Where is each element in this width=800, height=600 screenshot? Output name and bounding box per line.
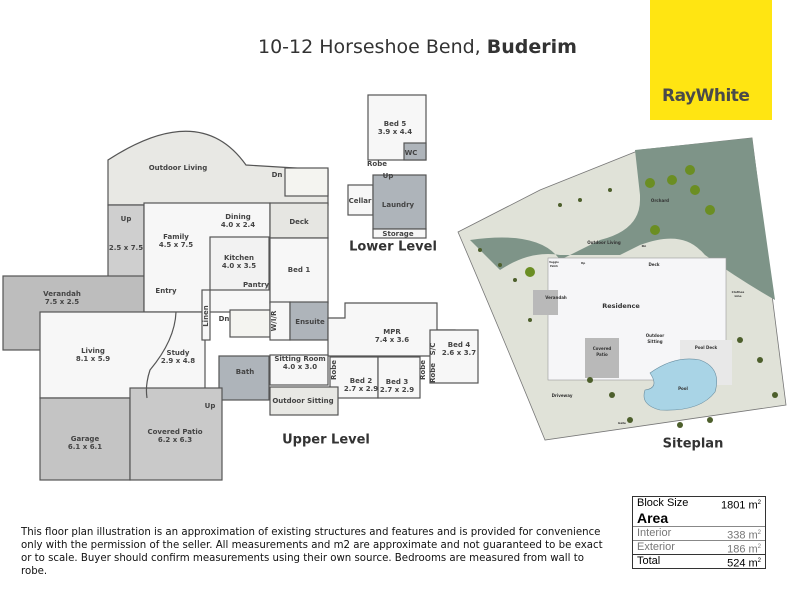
label-deck: Deck bbox=[289, 218, 309, 226]
label-outdoor-living: Outdoor Living bbox=[148, 164, 208, 172]
area-heading: Area bbox=[637, 510, 669, 526]
site-pool-label: Pool bbox=[678, 386, 688, 391]
cellar-room bbox=[347, 184, 374, 216]
kitchen-room bbox=[209, 236, 270, 291]
stairs-outdoor bbox=[284, 167, 329, 197]
suburb-text: Buderim bbox=[486, 36, 577, 58]
label-dn-1: Dn bbox=[271, 171, 283, 179]
label-sc: S/C bbox=[429, 342, 437, 356]
label-pantry: Pantry bbox=[242, 281, 270, 289]
living-room bbox=[39, 311, 206, 399]
label-robe-1: Robe bbox=[330, 360, 338, 380]
page-title: 10-12 Horseshoe Bend, Buderim bbox=[258, 36, 577, 58]
label-bath: Bath bbox=[235, 368, 255, 376]
label-storage: Storage bbox=[382, 230, 414, 238]
site-outdoor-sitting-label-1: Outdoor bbox=[646, 333, 665, 338]
label-robe-3: Robe bbox=[429, 363, 437, 383]
garage-room bbox=[39, 397, 131, 481]
sitting-room bbox=[269, 354, 329, 386]
label-bed1: Bed 1 bbox=[287, 266, 311, 274]
site-veggie-2: Patch bbox=[550, 264, 558, 268]
label-laundry: Laundry bbox=[381, 201, 415, 209]
label-up-1: Up bbox=[120, 215, 132, 223]
site-covered-patio bbox=[585, 338, 619, 378]
label-porch: 2.5 x 7.5 bbox=[108, 244, 144, 252]
bed1-room bbox=[269, 237, 329, 304]
site-verandah bbox=[533, 290, 558, 315]
site-veggie-1: Veggie bbox=[549, 260, 559, 264]
site-clothes-line-2: Line bbox=[734, 294, 741, 298]
site-dn-label: Dn bbox=[642, 244, 647, 248]
bed3-room bbox=[377, 356, 421, 399]
pool bbox=[643, 358, 717, 411]
label-robe-2: Robe bbox=[419, 360, 427, 380]
bed4-room bbox=[429, 329, 479, 384]
disclaimer-text: This floor plan illustration is an appro… bbox=[21, 527, 603, 577]
label-cellar: Cellar bbox=[348, 197, 372, 205]
label-entry: Entry bbox=[155, 287, 177, 295]
site-covered-patio-label-2: Patio bbox=[596, 352, 608, 357]
site-residence-label: Residence bbox=[602, 302, 640, 310]
label-wc: WC bbox=[404, 149, 418, 157]
brand-name: RayWhite bbox=[662, 86, 750, 106]
label-up-2: Up bbox=[204, 402, 216, 410]
label-linen: Linen bbox=[202, 305, 210, 327]
site-deck-label: Deck bbox=[648, 262, 659, 267]
linen bbox=[201, 289, 211, 341]
label-up-lower: Up bbox=[382, 172, 394, 180]
site-driveway-label: Driveway bbox=[552, 393, 573, 398]
hall-stairs bbox=[229, 309, 271, 338]
covered-patio-area bbox=[129, 387, 223, 481]
outdoor-sitting-area bbox=[269, 386, 339, 416]
site-outdoor-living-label: Outdoor Living bbox=[587, 240, 621, 245]
site-up-label: Up bbox=[581, 261, 586, 265]
label-wir: W/I/R bbox=[270, 310, 278, 332]
site-pool-deck-label: Pool Deck bbox=[695, 345, 718, 350]
label-outdoor-sitting: Outdoor Sitting bbox=[272, 397, 334, 405]
site-outdoor-sitting-label-2: Sitting bbox=[647, 339, 662, 344]
site-orchard-label: Orchard bbox=[651, 198, 669, 203]
site-verandah-label: Verandah bbox=[545, 295, 567, 300]
siteplan-drawing: Orchard Outdoor Living Deck Verandah Res… bbox=[457, 137, 787, 441]
label-robe-lower: Robe bbox=[367, 160, 387, 168]
wc-room bbox=[403, 142, 427, 161]
label-dn-2: Dn bbox=[218, 315, 230, 323]
outdoor-living-deck bbox=[107, 130, 329, 206]
label-ensuite: Ensuite bbox=[295, 318, 325, 326]
address-text: 10-12 Horseshoe Bend, bbox=[258, 36, 487, 58]
site-gate-label: Gate bbox=[618, 421, 626, 425]
bath-room bbox=[218, 355, 270, 401]
storage-room bbox=[372, 228, 427, 239]
study-curved-wall bbox=[145, 311, 177, 399]
raywhite-logo: RayWhite bbox=[650, 0, 772, 120]
site-covered-patio-label-1: Covered bbox=[593, 346, 612, 351]
upper-level-heading: Upper Level bbox=[282, 432, 370, 448]
siteplan-heading: Siteplan bbox=[662, 436, 724, 452]
lower-level-heading: Lower Level bbox=[349, 239, 437, 255]
deck-area bbox=[269, 202, 329, 239]
site-clothes-line-1: Clothes bbox=[732, 290, 745, 294]
